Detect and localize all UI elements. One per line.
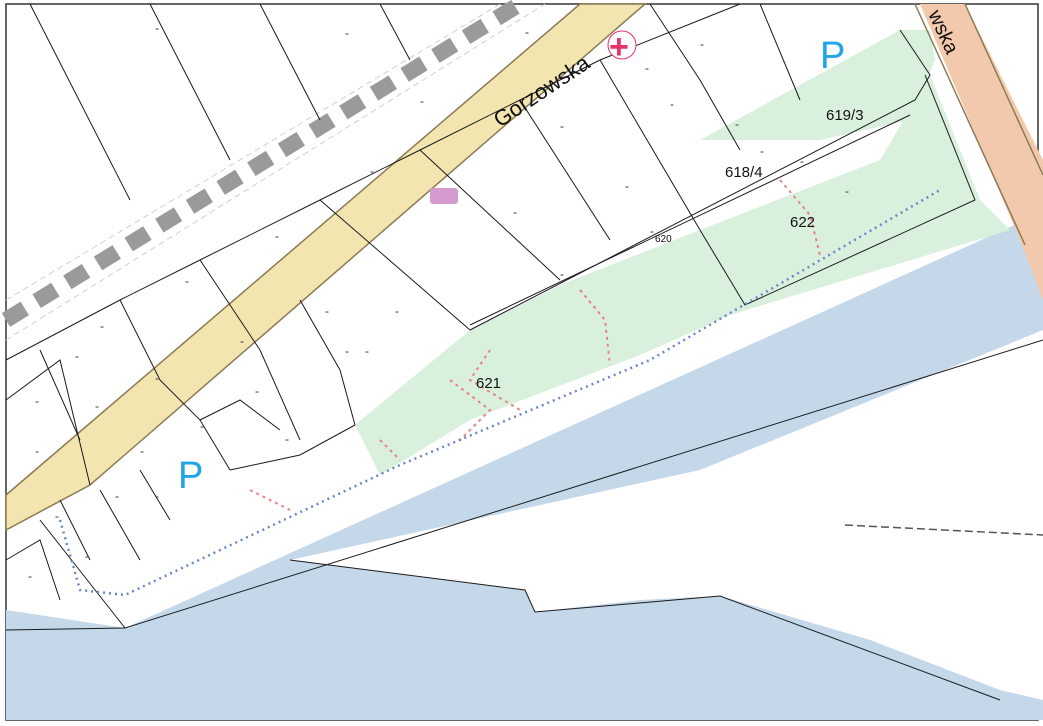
- svg-text:-: -: [95, 399, 99, 413]
- svg-text:-: -: [345, 344, 349, 358]
- svg-text:-: -: [155, 489, 159, 503]
- parking-icon-left: P: [178, 455, 203, 497]
- svg-text:-: -: [28, 569, 32, 583]
- parking-icon-right: P: [820, 35, 845, 77]
- blue-walkway: [58, 188, 941, 597]
- svg-text:-: -: [85, 549, 89, 563]
- svg-text:-: -: [650, 224, 654, 238]
- svg-text:-: -: [255, 384, 259, 398]
- svg-text:-: -: [35, 394, 39, 408]
- svg-text:-: -: [525, 25, 529, 39]
- parcel-label-619-3: 619/3: [826, 107, 864, 124]
- svg-text:-: -: [345, 26, 349, 40]
- svg-text:-: -: [760, 144, 764, 158]
- east-road-edge-2: [964, 3, 1043, 176]
- svg-text:-: -: [240, 334, 244, 348]
- svg-text:-: -: [55, 509, 59, 523]
- svg-text:-: -: [420, 94, 424, 108]
- river-water-south: [6, 560, 1043, 720]
- parcel-lines: [5, 3, 1043, 701]
- parcel-label-618-4: 618/4: [725, 164, 763, 181]
- building-icon: [430, 188, 458, 204]
- east-road-edge: [914, 3, 1026, 246]
- footpaths: [249, 179, 821, 511]
- svg-text:-: -: [845, 184, 849, 198]
- parcel-dashes: - - - - - - - - - - - - - - - - - - - - …: [28, 21, 849, 583]
- svg-text:-: -: [275, 229, 279, 243]
- svg-text:-: -: [155, 371, 159, 385]
- railway: [1, 0, 546, 341]
- svg-text:-: -: [370, 164, 374, 178]
- park-area-621: [355, 75, 1010, 475]
- svg-text:-: -: [285, 432, 289, 446]
- svg-text:-: -: [670, 97, 674, 111]
- pharmacy-icon-bg: [607, 30, 637, 60]
- dashed-line-east: [844, 524, 1043, 536]
- park-area-north: [700, 30, 935, 140]
- svg-text:-: -: [200, 419, 204, 433]
- parcel-label-620: 620: [655, 234, 672, 245]
- svg-text:-: -: [700, 37, 704, 51]
- svg-text:-: -: [560, 119, 564, 133]
- gorzowska-road: [5, 3, 648, 532]
- svg-text:-: -: [395, 304, 399, 318]
- svg-text:-: -: [625, 179, 629, 193]
- svg-text:-: -: [800, 154, 804, 168]
- svg-text:-: -: [513, 205, 517, 219]
- parcel-label-622: 622: [790, 214, 815, 231]
- svg-text:-: -: [185, 274, 189, 288]
- svg-text:-: -: [35, 444, 39, 458]
- svg-text:-: -: [100, 319, 104, 333]
- east-road: [920, 4, 1043, 300]
- svg-text:-: -: [115, 489, 119, 503]
- svg-text:-: -: [75, 349, 79, 363]
- sandbank: [290, 330, 1043, 700]
- svg-text:-: -: [560, 267, 564, 281]
- pharmacy-icon: +: [609, 28, 629, 66]
- parcel-label-621: 621: [476, 375, 501, 392]
- svg-text:-: -: [140, 444, 144, 458]
- svg-text:-: -: [735, 117, 739, 131]
- svg-text:-: -: [325, 304, 329, 318]
- svg-text:-: -: [645, 61, 649, 75]
- svg-text:-: -: [155, 21, 159, 35]
- svg-text:-: -: [365, 344, 369, 358]
